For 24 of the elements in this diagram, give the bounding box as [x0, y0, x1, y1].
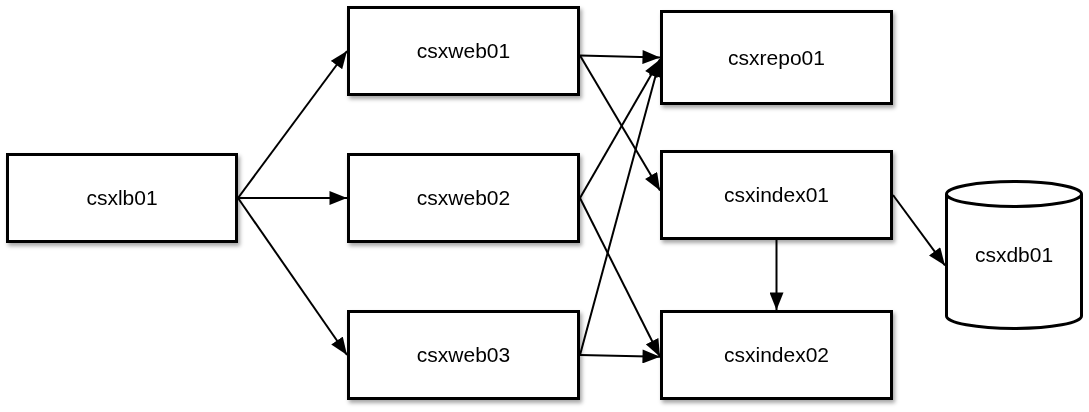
node-label: csxrepo01 [728, 44, 825, 71]
server-box [660, 310, 893, 400]
node-label: csxdb01 [974, 242, 1054, 269]
server-box [6, 153, 238, 243]
server-box [347, 153, 580, 243]
arrow [237, 50, 348, 199]
server-box [347, 310, 580, 400]
server-box [347, 6, 580, 96]
node-label: csxlb01 [86, 185, 158, 212]
arrow [237, 191, 348, 205]
server-box [660, 10, 893, 105]
arrow [892, 194, 946, 267]
arrow [579, 50, 661, 65]
node-label: csxweb03 [416, 342, 511, 369]
arrow [579, 349, 661, 364]
server-box [660, 150, 893, 240]
node-label: csxweb01 [416, 38, 511, 65]
node-label: csxindex02 [723, 342, 830, 369]
arrow [237, 197, 348, 356]
node-label: csxweb02 [416, 185, 511, 212]
arrow [579, 197, 661, 358]
node-label: csxindex01 [723, 182, 830, 209]
database-cylinder [945, 180, 1083, 330]
arrow [769, 239, 784, 311]
